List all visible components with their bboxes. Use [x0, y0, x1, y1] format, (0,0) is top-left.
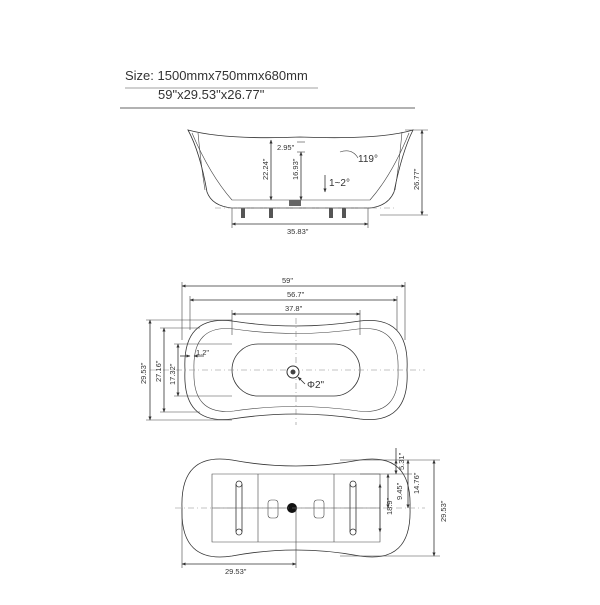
- side-rim-flare: [394, 131, 403, 191]
- dim-1-2: 1.2": [196, 348, 209, 357]
- drain-diameter: Φ2": [307, 380, 325, 391]
- side-tub-inner-wall: [191, 132, 410, 201]
- top-tub-outline: [184, 320, 408, 420]
- drain-center-icon: [290, 369, 296, 375]
- angle-arc: [339, 150, 359, 159]
- dim-16-93: 16.93": [291, 158, 300, 180]
- side-view: 2.95" 22.24" 16.93" 119° 1~2° 26.77" 35.…: [187, 129, 428, 236]
- angle-119: 119°: [358, 154, 378, 165]
- dim-14-76: 14.76": [412, 472, 421, 494]
- dim-27-16: 27.16": [154, 360, 163, 382]
- side-foot: [241, 208, 245, 218]
- bottom-frame: [211, 473, 381, 543]
- dim-29-53-right: 29.53": [439, 500, 448, 522]
- side-rim-flare-left: [197, 132, 206, 191]
- dim-17-32: 17.32": [168, 363, 177, 385]
- dim-37-8: 37.8": [285, 304, 303, 313]
- dim-29-53-bottom: 29.53": [225, 567, 247, 576]
- dim-35-83: 35.83": [287, 227, 309, 236]
- size-header: Size: 1500mmx750mmx680mm 59"x29.53"x26.7…: [120, 68, 415, 109]
- support-pads: [267, 499, 325, 519]
- size-line-metric: Size: 1500mmx750mmx680mm: [125, 68, 308, 83]
- dim-29-53-top: 29.53": [139, 362, 148, 384]
- side-foot: [342, 208, 346, 218]
- dim-9-45: 9.45": [395, 482, 404, 500]
- dim-18-9: 18.9": [385, 497, 394, 515]
- slope-label: 1~2°: [329, 178, 350, 189]
- dim-5-31: 5.31": [397, 452, 406, 470]
- support-rail-right: [349, 480, 357, 536]
- dim-56-7: 56.7": [287, 290, 305, 299]
- dim-22-24: 22.24": [261, 158, 270, 180]
- bottom-view: 29.53" 14.76" 5.31" 9.45" 18.9" 29.53": [175, 448, 448, 576]
- side-foot: [329, 208, 333, 218]
- side-foot: [269, 208, 273, 218]
- side-drain: [289, 200, 301, 206]
- dim-26-77: 26.77": [412, 168, 421, 190]
- dim-59: 59": [282, 276, 293, 285]
- drain-leader: [297, 376, 306, 385]
- dim-2-95: 2.95": [277, 143, 295, 152]
- size-line-imperial: 59"x29.53"x26.77": [158, 87, 265, 102]
- top-view: 59" 56.7" 37.8" Φ2" 1.2" 29.53" 27.16": [139, 276, 425, 425]
